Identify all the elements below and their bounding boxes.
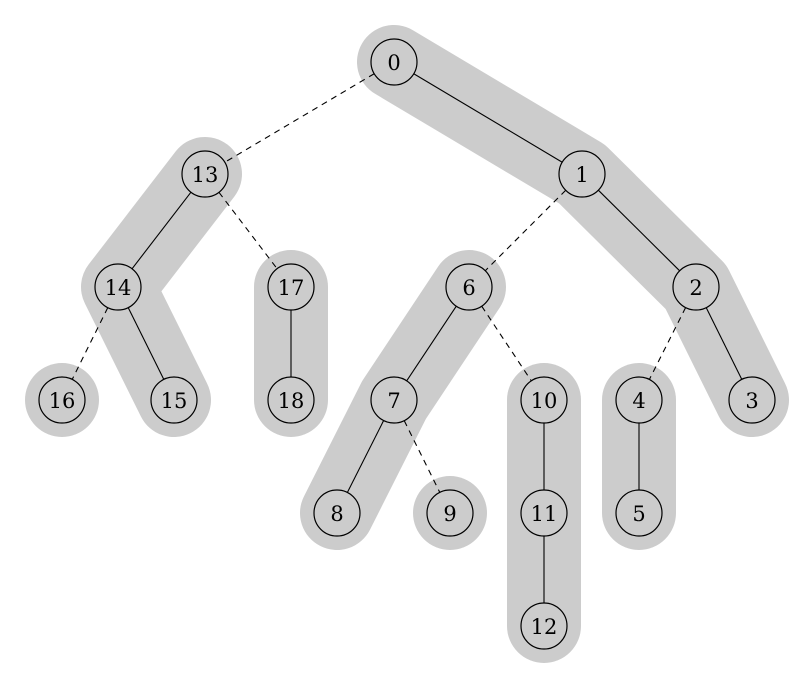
heavy-path-16 [25, 363, 99, 437]
edge-6-10 [481, 305, 532, 382]
node-label: 12 [531, 615, 558, 639]
node-1: 1 [558, 150, 606, 198]
node-label: 0 [387, 51, 400, 75]
node-4: 4 [615, 376, 663, 424]
edge-6-7 [406, 305, 457, 382]
node-3: 3 [728, 376, 776, 424]
node-label: 9 [443, 502, 456, 526]
node-circle [267, 263, 315, 311]
tree-edges [71, 73, 743, 603]
node-18: 18 [267, 376, 315, 424]
node-circle [267, 376, 315, 424]
node-label: 10 [531, 389, 558, 413]
node-label: 18 [278, 389, 305, 413]
node-9: 9 [426, 489, 474, 537]
node-label: 8 [330, 502, 343, 526]
node-label: 1 [575, 163, 588, 187]
node-10: 10 [520, 376, 568, 424]
node-2: 2 [672, 263, 720, 311]
node-13: 13 [181, 150, 229, 198]
node-circle [672, 263, 720, 311]
node-5: 5 [615, 489, 663, 537]
edge-7-8 [346, 420, 385, 493]
node-label: 13 [192, 163, 219, 187]
node-label: 5 [632, 502, 645, 526]
node-circle [150, 376, 198, 424]
node-label: 16 [49, 389, 76, 413]
node-circle [370, 38, 418, 86]
edge-2-4 [648, 307, 687, 380]
node-circle [728, 376, 776, 424]
edge-14-15 [127, 307, 165, 380]
node-circle [520, 602, 568, 650]
node-circle [94, 263, 142, 311]
heavy-path-highlights [25, 25, 789, 663]
edge-13-17 [218, 191, 278, 270]
edge-0-1 [413, 73, 563, 163]
edge-13-14 [131, 191, 192, 270]
node-8: 8 [313, 489, 361, 537]
node-16: 16 [38, 376, 86, 424]
node-circle [445, 263, 493, 311]
node-circle [558, 150, 606, 198]
node-circle [520, 489, 568, 537]
node-14: 14 [94, 263, 142, 311]
node-label: 15 [161, 389, 188, 413]
edge-14-16 [71, 307, 109, 380]
node-label: 4 [632, 389, 645, 413]
node-circle [520, 376, 568, 424]
node-label: 11 [531, 502, 558, 526]
node-circle [38, 376, 86, 424]
heavy-path-9 [413, 476, 487, 550]
node-label: 6 [462, 276, 475, 300]
node-circle [615, 376, 663, 424]
edge-7-9 [403, 420, 441, 493]
node-17: 17 [267, 263, 315, 311]
node-0: 0 [370, 38, 418, 86]
edge-1-6 [484, 189, 567, 272]
node-label: 14 [105, 276, 132, 300]
node-circle [370, 376, 418, 424]
node-label: 3 [745, 389, 758, 413]
node-12: 12 [520, 602, 568, 650]
node-circle [615, 489, 663, 537]
edge-0-13 [224, 73, 375, 163]
node-15: 15 [150, 376, 198, 424]
edge-2-3 [705, 307, 743, 380]
node-label: 7 [387, 389, 400, 413]
node-7: 7 [370, 376, 418, 424]
node-6: 6 [445, 263, 493, 311]
node-circle [181, 150, 229, 198]
node-label: 2 [689, 276, 702, 300]
edge-1-2 [597, 189, 681, 272]
node-circle [313, 489, 361, 537]
node-circle [426, 489, 474, 537]
node-label: 17 [278, 276, 305, 300]
node-11: 11 [520, 489, 568, 537]
